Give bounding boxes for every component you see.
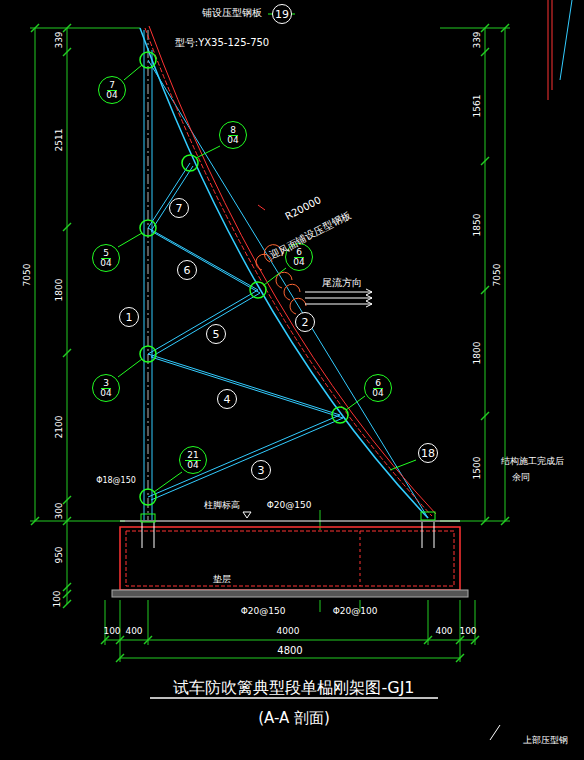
callout-text: 21 [185, 451, 200, 461]
dimension-text: 7050 [493, 264, 503, 287]
note-text: Φ20@150 [241, 607, 286, 617]
note-text: Φ20@100 [333, 607, 378, 617]
callout-text: 3 [258, 464, 265, 477]
dimension-text: 1850 [473, 214, 483, 237]
detail-callout: 604 [364, 374, 392, 402]
member-number: 4 [217, 389, 237, 409]
dimension-text: 339 [55, 31, 65, 48]
callout-text: 04 [187, 461, 198, 470]
dimension-text: 950 [55, 546, 65, 563]
member-number: 7 [169, 198, 189, 218]
note-text: 上部压型钢 [523, 736, 568, 746]
dimension-text: 400 [435, 627, 452, 637]
callout-text: 7 [176, 202, 183, 215]
dimension-text: 2100 [55, 416, 65, 439]
detail-callout: 304 [92, 374, 120, 402]
callout-text: 4 [224, 393, 231, 406]
callout-text: 3 [101, 379, 111, 389]
note-text: Φ18@150 [96, 477, 136, 486]
callout-text: 7 [107, 81, 117, 91]
dimension-text: 2511 [55, 129, 65, 152]
dimension-text: 100 [53, 590, 63, 607]
dimension-text: 1561 [473, 95, 483, 118]
callout-text: 8 [228, 126, 238, 136]
note-text: 柱脚标高 [204, 501, 240, 511]
callout-text: 6 [294, 248, 304, 258]
drawing-title: 试车防吹篱典型段单榀刚架图-GJ1 [173, 679, 414, 697]
dimension-text: 4800 [277, 645, 302, 656]
note-text: Φ20@150 [267, 501, 312, 511]
callout-text: 6 [184, 264, 191, 277]
member-number: 19 [272, 4, 292, 24]
callout-text: 04 [100, 259, 111, 268]
dimension-text: 100 [459, 627, 476, 637]
callout-text: 6 [373, 379, 383, 389]
dimension-text: 1500 [473, 457, 483, 480]
callout-text: 5 [213, 328, 220, 341]
note-text: R20000 [283, 194, 322, 222]
callout-text: 18 [421, 447, 435, 460]
dimension-text: 4000 [277, 627, 300, 637]
callout-text: 19 [275, 8, 289, 21]
dimension-text: 400 [125, 627, 142, 637]
callout-text: 5 [101, 249, 111, 259]
dimension-text: 7050 [23, 264, 33, 287]
dimension-text: 100 [103, 627, 120, 637]
callout-text: 04 [227, 136, 238, 145]
callout-text: 04 [106, 91, 117, 100]
dimension-text: 1800 [473, 342, 483, 365]
dimension-text: 300 [55, 502, 65, 519]
callout-text: 04 [293, 258, 304, 267]
note-text: 尾流方向 [322, 277, 362, 288]
note-text: 铺设压型钢板 [202, 7, 262, 18]
detail-callout: 704 [98, 76, 126, 104]
member-number: 5 [206, 324, 226, 344]
member-number: 18 [418, 443, 438, 463]
detail-callout: 2104 [179, 446, 207, 474]
callout-text: 04 [100, 389, 111, 398]
section-caption: (A-A 剖面) [258, 710, 330, 727]
note-text: 垫层 [213, 575, 231, 585]
detail-callout: 804 [219, 121, 247, 149]
dimension-text: 1800 [55, 279, 65, 302]
callout-text: 1 [126, 311, 133, 324]
note-text: 结构施工完成后 [501, 457, 564, 467]
dimension-text: 339 [473, 31, 483, 48]
callout-text: 2 [302, 316, 309, 329]
member-number: 3 [251, 460, 271, 480]
member-number: 6 [177, 260, 197, 280]
member-number: 2 [295, 312, 315, 332]
callout-text: 04 [372, 389, 383, 398]
member-number: 1 [119, 307, 139, 327]
note-text: 余同 [512, 473, 530, 483]
note-text: 型号:YX35-125-750 [175, 37, 269, 48]
detail-callout: 504 [92, 244, 120, 272]
